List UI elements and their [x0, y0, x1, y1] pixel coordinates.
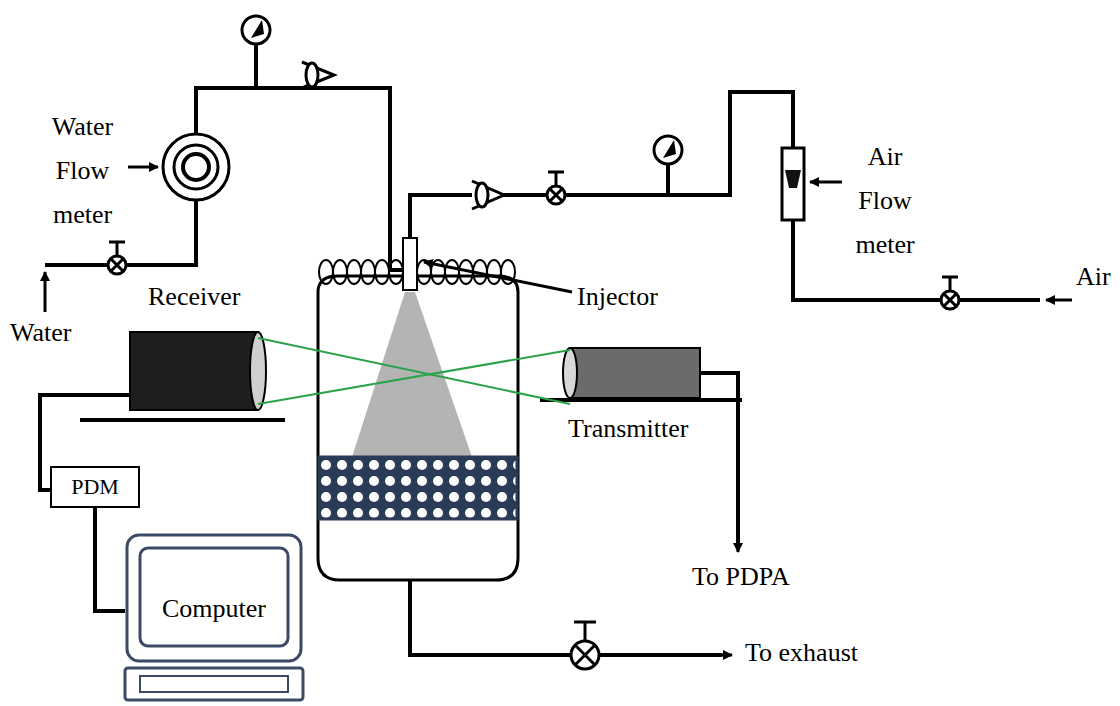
flow-meter-label: Air Flow meter [845, 135, 925, 267]
part-label: Receiver [148, 282, 240, 312]
computer-label: Computer [162, 594, 266, 624]
box-label: PDM [71, 474, 119, 499]
inlet-label: Water [10, 318, 71, 348]
part-label: Transmitter [568, 414, 688, 444]
outlet-label: To exhaust [745, 638, 858, 668]
pdm-box: PDM [50, 466, 140, 508]
signal-wire [95, 508, 125, 611]
flow-meter-label: Water Flow meter [35, 105, 130, 237]
outlet-label: To PDPA [692, 562, 790, 592]
part-label: Injector [577, 282, 658, 312]
computer-monitor: Computer [125, 533, 303, 663]
inlet-label: Air [1076, 262, 1111, 292]
